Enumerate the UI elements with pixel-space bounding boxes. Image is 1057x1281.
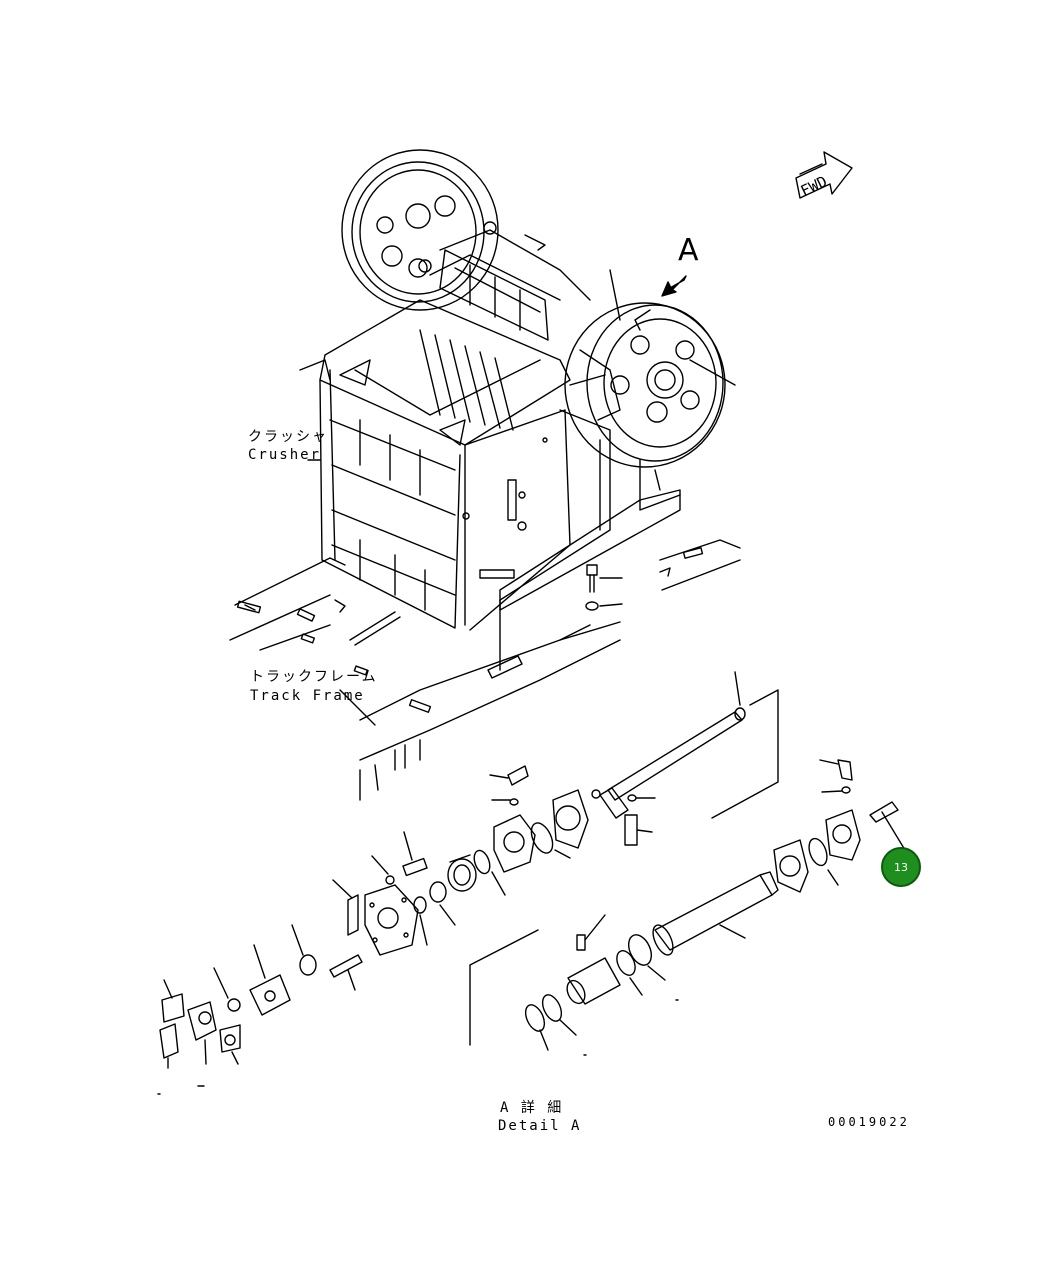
detail-label-en: Detail A (498, 1118, 582, 1134)
drawing-number: 00019022 (828, 1115, 910, 1129)
crusher-assembly (299, 149, 726, 631)
frame-bolt (585, 564, 623, 611)
detail-a-marker: A (678, 233, 699, 268)
track-frame-label-en: Track Frame (250, 688, 365, 704)
fwd-arrow-icon (795, 151, 853, 199)
view-arrow-icon (661, 275, 687, 297)
crusher-label-en: Crusher (248, 447, 322, 463)
leader-lines-main (307, 269, 736, 726)
detail-label-jp: A 詳 細 (500, 1100, 564, 1116)
callout-13-button[interactable]: 13 (881, 847, 921, 887)
detail-a-parts (157, 671, 906, 1095)
track-frame (229, 539, 741, 801)
fwd-label: FWD (798, 172, 830, 200)
callout-number: 13 (894, 860, 908, 874)
track-frame-label-jp: トラックフレーム (250, 669, 378, 685)
crusher-label-jp: クラッシャ (248, 429, 328, 445)
